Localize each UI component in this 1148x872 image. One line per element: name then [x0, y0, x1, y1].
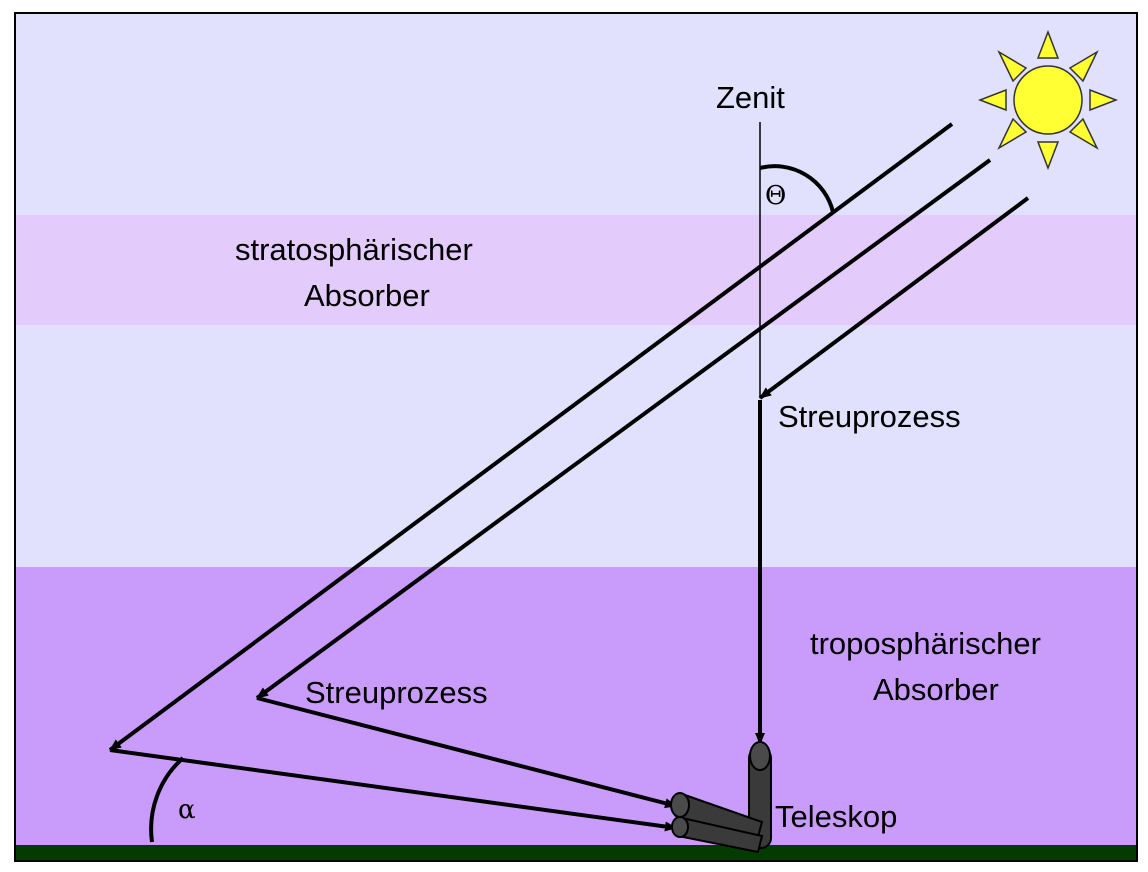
solar-ray-mid	[255, 158, 992, 700]
theta-label: Θ	[765, 181, 786, 211]
scattered-ray-lower	[256, 696, 677, 809]
telescope-label: Teleskop	[775, 799, 897, 834]
telescope-icon	[670, 741, 772, 854]
ground-strip	[15, 845, 1137, 861]
alpha-label: α	[178, 795, 196, 825]
scatter-label-upper: Streuprozess	[778, 399, 961, 434]
zenith-label: Zenit	[716, 80, 785, 115]
stratosphere-label-line2: Absorber	[304, 278, 430, 313]
troposphere-band	[15, 567, 1137, 847]
solar-ray-far	[108, 122, 954, 752]
troposphere-label-line1: troposphärischer	[810, 626, 1041, 661]
scatter-label-lower: Streuprozess	[305, 675, 488, 710]
stratosphere-band	[15, 215, 1137, 325]
sun-icon	[977, 29, 1119, 171]
frame-border	[14, 12, 1138, 862]
stratosphere-label-line1: stratosphärischer	[235, 232, 473, 267]
scattered-ray-far	[109, 748, 677, 832]
solar-ray-near	[758, 196, 1030, 400]
troposphere-label-line2: Absorber	[873, 672, 999, 707]
alpha-angle-arc	[149, 756, 185, 843]
theta-angle-arc	[759, 164, 835, 213]
